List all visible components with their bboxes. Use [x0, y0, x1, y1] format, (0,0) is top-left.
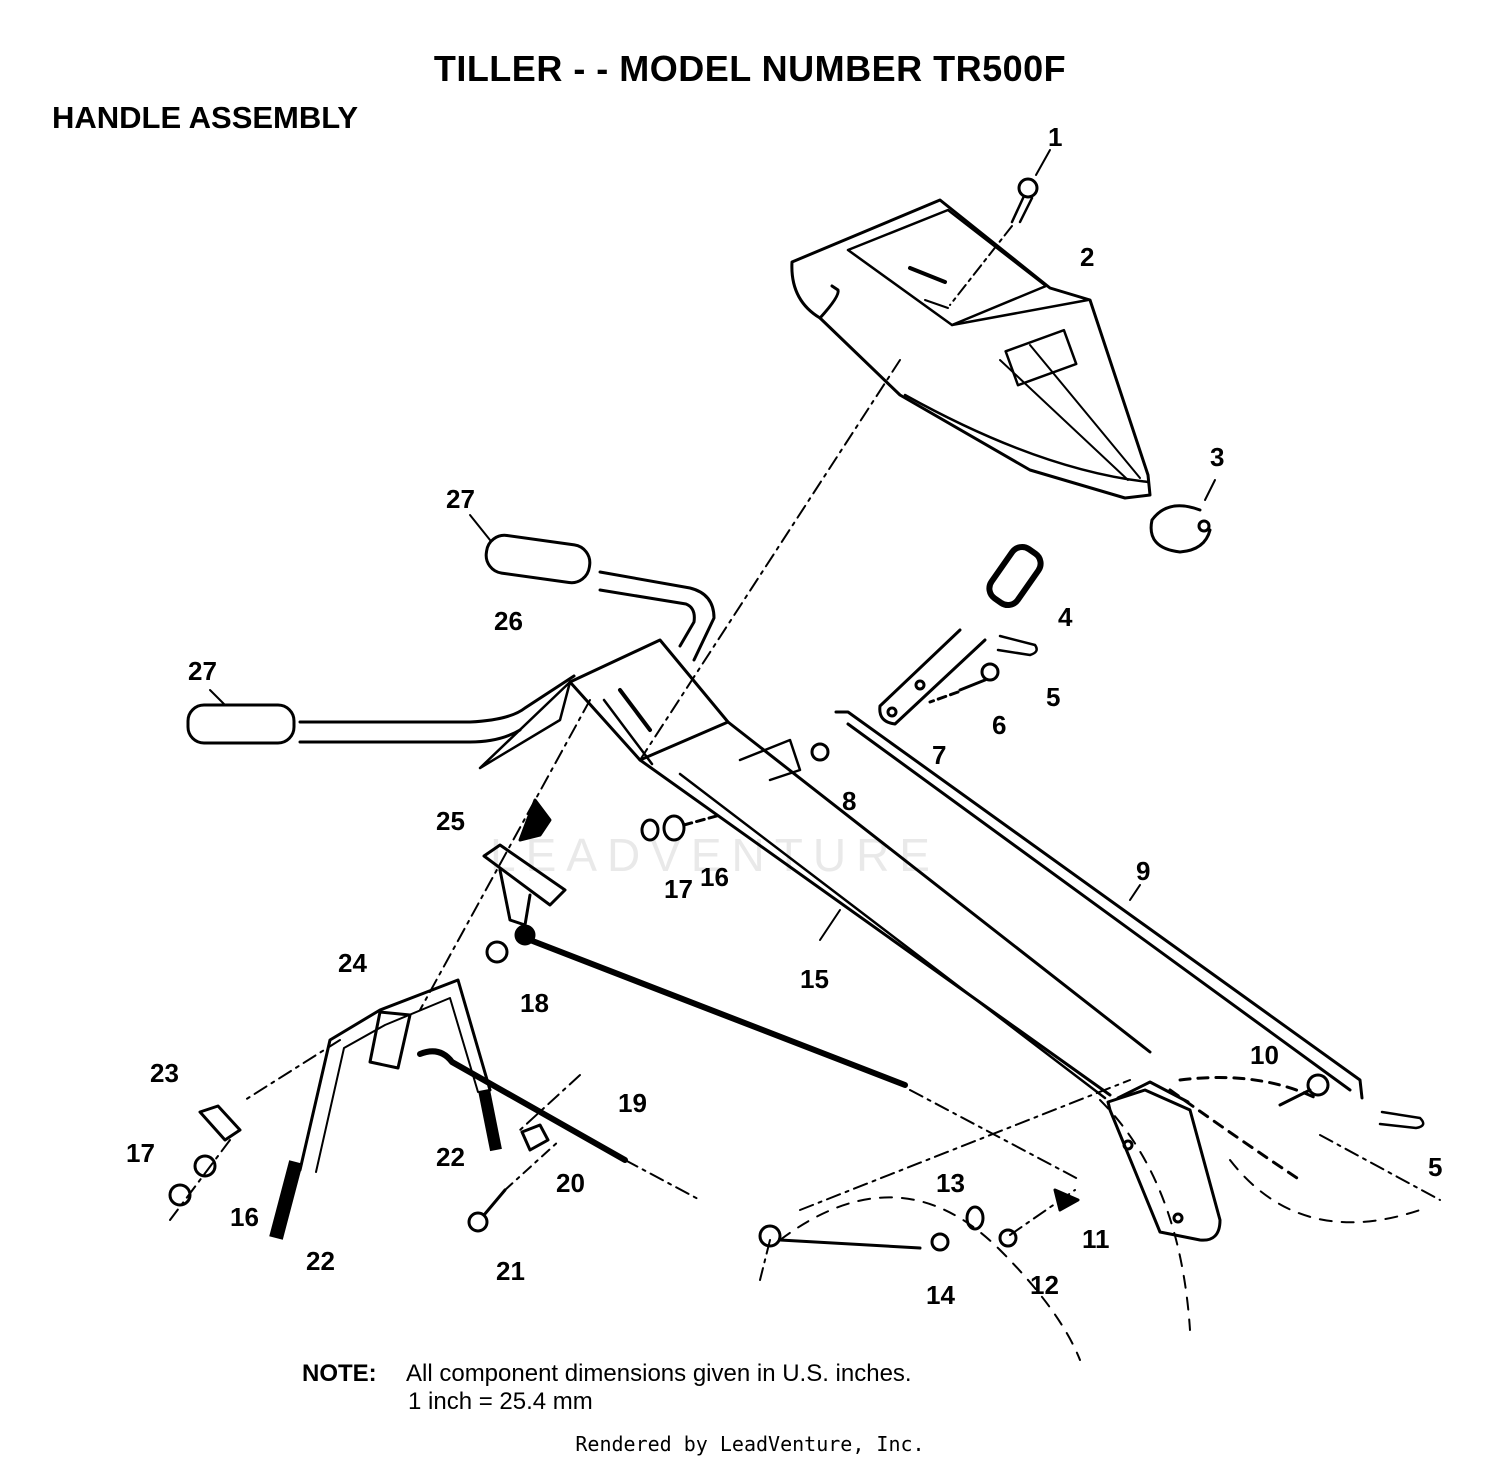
- callout-27-upper: 27: [446, 484, 475, 514]
- part-13-washer: [965, 1205, 985, 1231]
- part-2-handle-cover: [790, 198, 1152, 500]
- part-20-clamp: [520, 1123, 550, 1152]
- part-11-shift-knob: [1053, 1188, 1080, 1212]
- part-14-shift-rod: [758, 1224, 950, 1252]
- callout-25: 25: [436, 806, 465, 836]
- part-7-lever-with-grip-4: [878, 543, 1044, 726]
- callout-11: 11: [1082, 1224, 1110, 1254]
- callout-10: 10: [1250, 1040, 1279, 1070]
- callout-9: 9: [1136, 856, 1150, 886]
- part-10-bolt: [1278, 1073, 1330, 1107]
- part-5-hairpin-clip: [996, 634, 1425, 1130]
- part-21-screw: [467, 1139, 561, 1233]
- part-1-screw: [949, 149, 1051, 306]
- callout-24: 24: [338, 948, 367, 978]
- part-24-control-bail: [298, 978, 492, 1173]
- callout-8: 8: [842, 786, 856, 816]
- callout-20: 20: [556, 1168, 585, 1198]
- part-8-nut: [810, 742, 830, 762]
- callout-5: 5: [1046, 682, 1060, 712]
- assembly-leader-lines: [169, 359, 1441, 1281]
- page-title: TILLER - - MODEL NUMBER TR500F: [433, 48, 1067, 89]
- assembly-subtitle: HANDLE ASSEMBLY: [52, 100, 359, 135]
- part-16-17-washer-nut-lower: [168, 1154, 217, 1207]
- callout-4: 4: [1058, 602, 1073, 632]
- callout-16: 16: [700, 862, 729, 892]
- handlebar: [298, 570, 716, 744]
- callout-12: 12: [1030, 1270, 1059, 1300]
- callout-19: 19: [618, 1088, 647, 1118]
- ground-reference: [779, 1099, 1421, 1361]
- part-27-lower-grip: [186, 689, 296, 745]
- callout-3: 3: [1210, 442, 1224, 472]
- callout-7: 7: [932, 740, 946, 770]
- callout-14: 14: [926, 1280, 955, 1310]
- part-6-bolt: [928, 662, 1000, 704]
- part-9-control-rod: [834, 710, 1364, 1100]
- part-19-control-cable: [417, 1048, 701, 1201]
- callout-22-upper: 22: [436, 1142, 465, 1172]
- callout-23: 23: [150, 1058, 179, 1088]
- part-22-spring-lower: [269, 1160, 303, 1240]
- callout-17-lower: 17: [126, 1138, 155, 1168]
- callout-13: 13: [936, 1168, 965, 1198]
- note-line-2: 1 inch = 25.4 mm: [408, 1388, 593, 1415]
- dimension-note: NOTE: All component dimensions given in U…: [302, 1360, 912, 1416]
- note-line-1: All component dimensions given in U.S. i…: [406, 1360, 912, 1387]
- callout-2: 2: [1080, 242, 1094, 272]
- watermark: LEADVENTURE: [490, 829, 940, 881]
- part-18-nut: [485, 940, 509, 964]
- callout-5-lower: 5: [1428, 1152, 1442, 1182]
- callout-27-lower: 27: [188, 656, 217, 686]
- render-credit: Rendered by LeadVenture, Inc.: [575, 1432, 925, 1456]
- note-label: NOTE:: [302, 1360, 377, 1387]
- callout-17: 17: [664, 874, 693, 904]
- part-12-nut: [998, 1228, 1018, 1248]
- callout-16-lower: 16: [230, 1202, 259, 1232]
- callout-21: 21: [496, 1256, 525, 1286]
- callout-18: 18: [520, 988, 549, 1018]
- callout-6: 6: [992, 710, 1006, 740]
- part-15-handle-tube: [478, 638, 1152, 1100]
- part-23-clip: [198, 1104, 242, 1142]
- callout-1: 1: [1048, 122, 1062, 152]
- callout-22-lower: 22: [306, 1246, 335, 1276]
- callout-26: 26: [494, 606, 523, 636]
- part-27-upper-grip: [469, 514, 592, 585]
- part-25-throttle-bracket: [482, 798, 908, 1088]
- part-16-17-washer-nut-upper: [640, 813, 722, 842]
- part-3-retaining-ring: [1149, 479, 1216, 554]
- part-22-spring-upper: [478, 1088, 502, 1152]
- callout-15: 15: [800, 964, 829, 994]
